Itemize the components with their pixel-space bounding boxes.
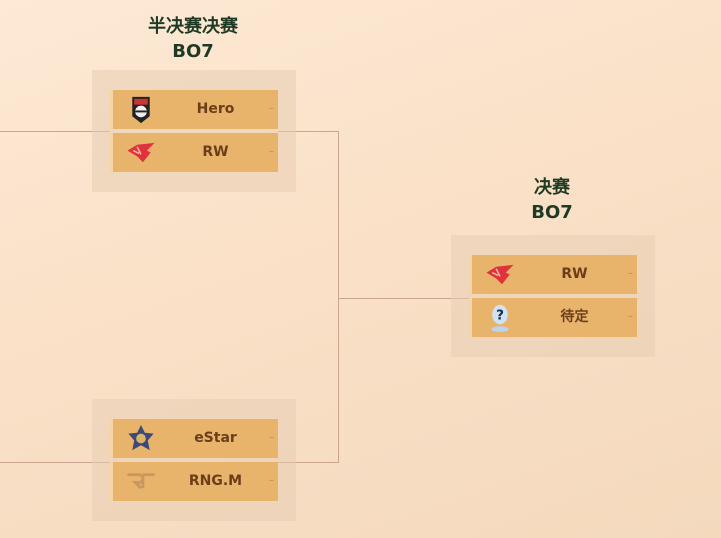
- team-score: –: [269, 103, 274, 114]
- connector-line: [0, 131, 110, 132]
- connector-line: [338, 131, 339, 463]
- team-score: –: [269, 475, 274, 486]
- team-name: Hero: [196, 101, 235, 117]
- connector-line: [278, 462, 339, 463]
- rng-logo: [127, 473, 155, 490]
- hero-logo: [132, 96, 150, 124]
- round-format: BO7: [531, 202, 573, 223]
- team-row-tbd[interactable]: ? 待定 –: [469, 298, 637, 337]
- svg-text:?: ?: [496, 307, 504, 323]
- final-title: 决赛 BO7: [452, 175, 652, 225]
- connector-line: [278, 131, 339, 132]
- team-name: RW: [561, 266, 588, 282]
- team-name: RNG.M: [188, 473, 243, 489]
- team-name: eStar: [194, 430, 237, 446]
- rw-logo: [127, 142, 155, 163]
- match-card-semifinal-1[interactable]: Hero – RW –: [92, 70, 296, 192]
- team-score: –: [269, 432, 274, 443]
- team-row-rngm[interactable]: RNG.M –: [110, 462, 278, 501]
- team-name: RW: [202, 144, 229, 160]
- estar-logo: [128, 424, 154, 451]
- match-card-final[interactable]: RW – ? 待定 –: [451, 235, 655, 357]
- round-format: BO7: [172, 41, 214, 62]
- connector-line: [338, 298, 470, 299]
- unknown-team-icon: ?: [491, 304, 509, 333]
- team-name: 待定: [560, 309, 589, 325]
- team-row-estar[interactable]: eStar –: [110, 419, 278, 458]
- team-score: –: [628, 311, 633, 322]
- team-row-hero[interactable]: Hero –: [110, 90, 278, 129]
- round-name: 决赛: [534, 177, 570, 198]
- connector-line: [0, 462, 110, 463]
- rw-logo: [486, 264, 514, 285]
- team-row-rw[interactable]: RW –: [110, 133, 278, 172]
- semifinal-title: 半决赛决赛 BO7: [93, 14, 293, 64]
- team-score: –: [269, 146, 274, 157]
- team-row-rw[interactable]: RW –: [469, 255, 637, 294]
- team-score: –: [628, 268, 633, 279]
- match-card-semifinal-2[interactable]: eStar – RNG.M –: [92, 399, 296, 521]
- round-name: 半决赛决赛: [148, 16, 238, 37]
